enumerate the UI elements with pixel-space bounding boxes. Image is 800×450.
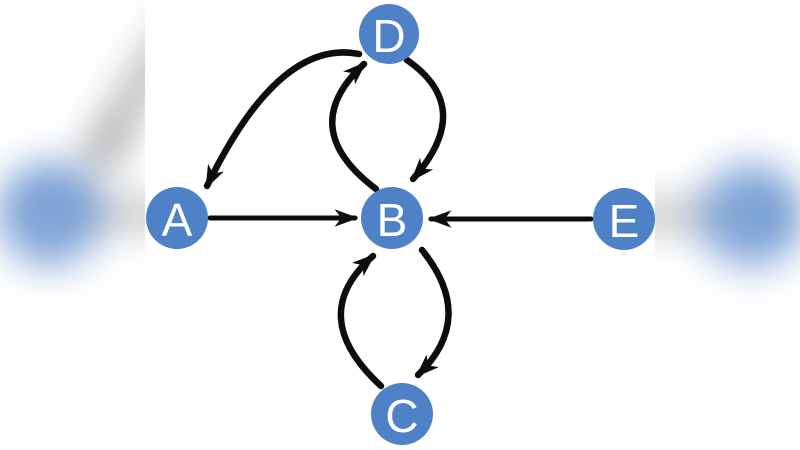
node-circle-C — [371, 383, 433, 445]
node-E: E — [702, 166, 800, 265]
node-label-A: A — [26, 177, 74, 257]
node-label-D: D — [372, 10, 405, 62]
node-label-E: E — [727, 179, 775, 259]
edges-layer — [203, 49, 594, 390]
edge-B-to-D — [329, 60, 380, 193]
nodes-layer: A B C D E — [146, 4, 655, 445]
node-E: E — [593, 188, 655, 250]
node-B: B — [361, 187, 423, 249]
node-label-E: E — [609, 195, 640, 247]
node-label-C: C — [385, 390, 418, 442]
node-circle-E — [593, 188, 655, 250]
node-circle-E — [702, 166, 800, 265]
node-circle-A — [146, 187, 208, 249]
node-circle-A — [1, 165, 99, 263]
node-A: A — [146, 187, 208, 249]
edge-D-to-A — [203, 49, 363, 190]
edge-C-to-B — [337, 252, 385, 390]
node-label-B: B — [377, 194, 408, 246]
node-C: C — [371, 383, 433, 445]
node-circle-D — [359, 4, 419, 64]
node-A: A — [1, 165, 99, 263]
node-D: D — [359, 4, 419, 64]
node-label-A: A — [162, 194, 193, 246]
diagram-panel: A B C D E — [145, 0, 655, 450]
edge-D-to-B — [403, 56, 447, 183]
node-circle-B — [361, 187, 423, 249]
directed-graph: A B C D E — [146, 4, 655, 445]
edge-B-to-C — [414, 246, 452, 379]
